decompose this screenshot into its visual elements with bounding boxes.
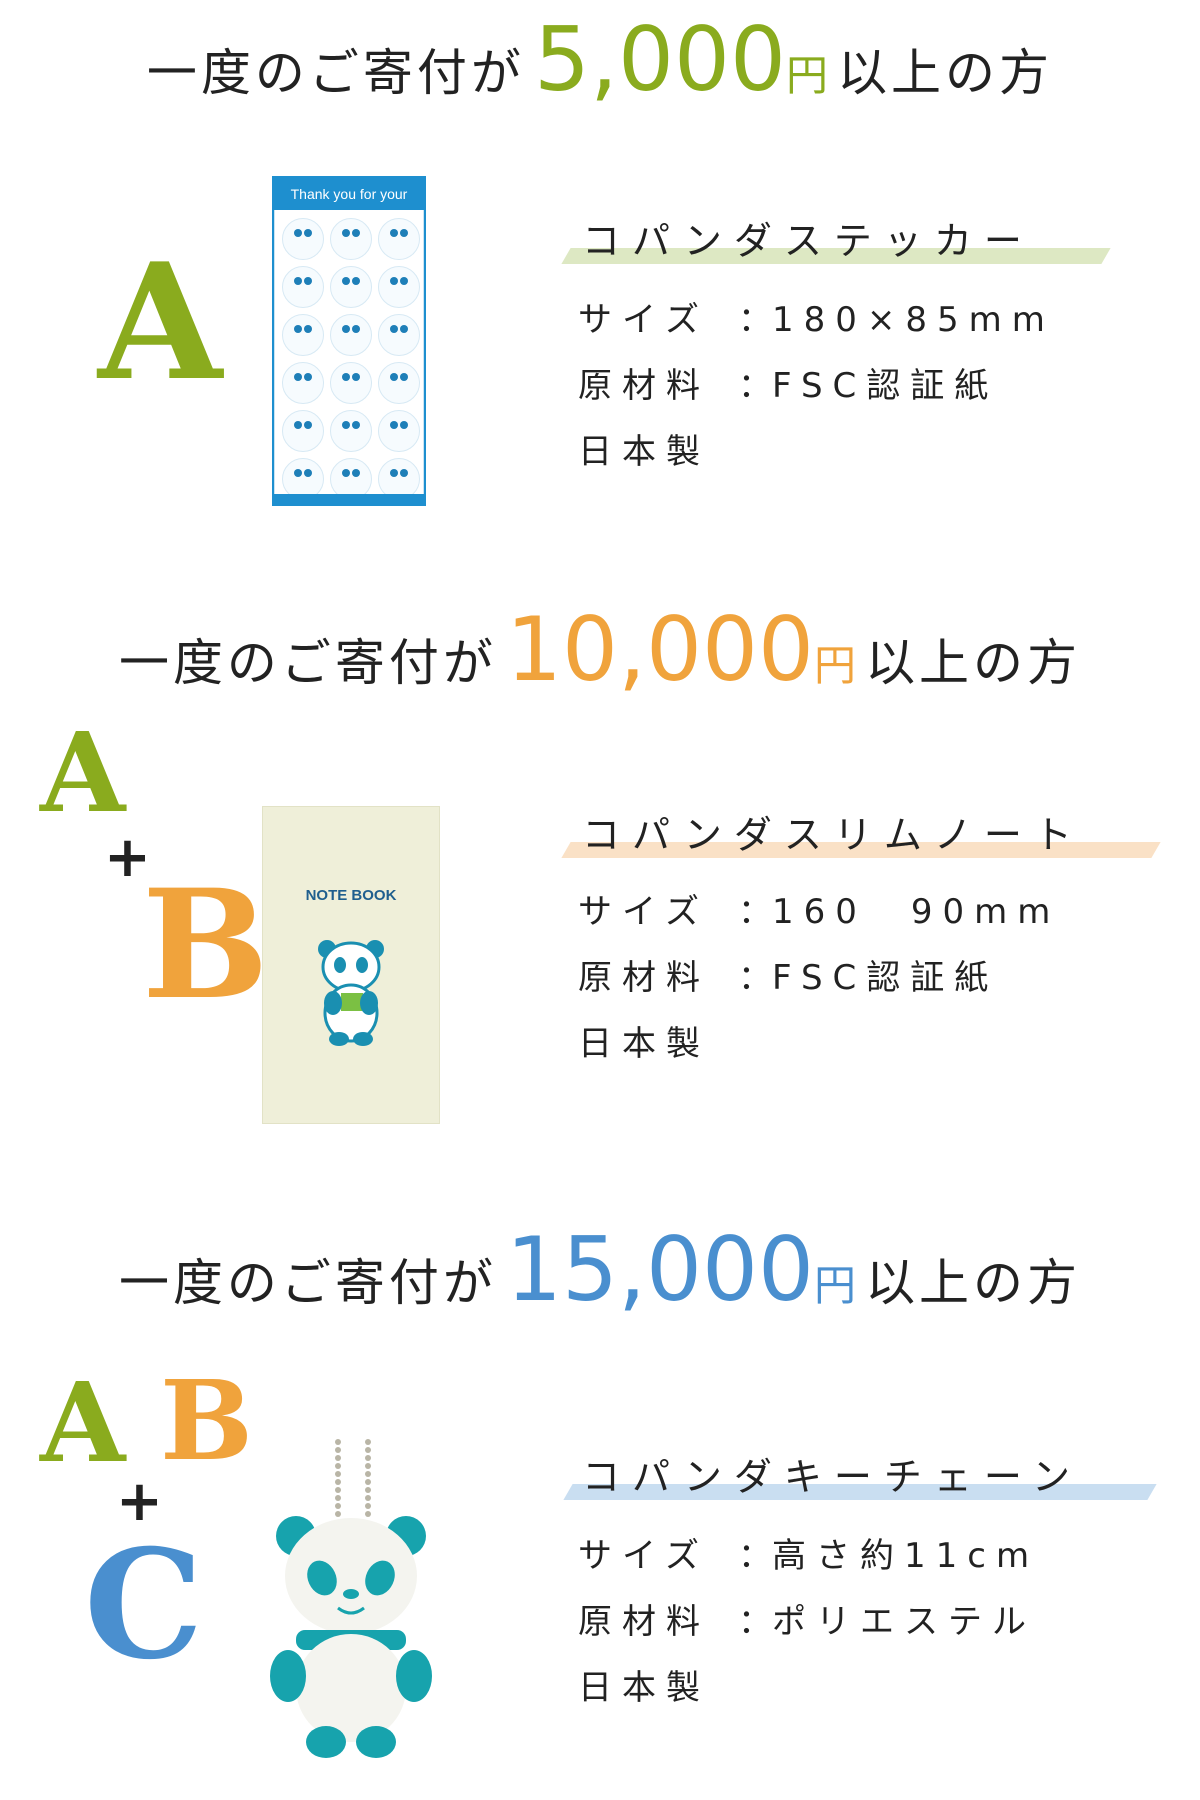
tier3-letter-a: A [40, 1358, 126, 1487]
spec-label: 原材料 [578, 1602, 710, 1642]
tier3-spec-origin: 日本製 [578, 1660, 738, 1709]
panda-sticker-icon [282, 266, 324, 308]
spec-separator: ： [738, 1602, 782, 1642]
spec-separator: ： [738, 1536, 782, 1576]
spec-label: 日本製 [578, 1668, 710, 1708]
panda-sticker-icon [378, 362, 420, 404]
sticker-sheet-icon: Thank you for your support! [272, 176, 426, 506]
spec-separator: ： [738, 892, 782, 932]
sticker-grid [274, 210, 424, 500]
panda-sticker-icon [282, 362, 324, 404]
spec-separator: ： [738, 366, 782, 406]
tier2-product-title: コパンダスリムノート [582, 813, 1084, 857]
spec-value: 160 90mm [772, 892, 1061, 932]
tier3-yen: 円 [813, 1261, 856, 1310]
panda-sticker-icon [330, 314, 372, 356]
tier2-spec-size: サイズ ：160 90mm [578, 884, 1060, 933]
spec-label: サイズ [578, 300, 709, 340]
spec-value: ポリエステル [772, 1602, 1036, 1642]
tier3-letter-c: C [84, 1517, 204, 1693]
tier2-plus: + [104, 825, 151, 890]
tier3-spec-material: 原材料 ：ポリエステル [578, 1594, 1036, 1643]
spec-label: サイズ [578, 1536, 709, 1576]
tier1-amount: 5,000 [534, 8, 786, 111]
tier2-spec-material: 原材料 ：FSC認証紙 [578, 950, 998, 999]
tier2-letter-a: A [40, 708, 126, 837]
panda-sticker-icon [378, 314, 420, 356]
sticker-sheet-footer [274, 494, 424, 504]
ball-chain-icon [335, 1439, 371, 1517]
reading-panda-icon [318, 940, 384, 1046]
tier1-prefix: 一度のご寄付が [146, 44, 525, 102]
panda-sticker-icon [330, 266, 372, 308]
panda-sticker-icon [282, 410, 324, 452]
spec-separator: ： [738, 958, 782, 998]
tier1-spec-material: 原材料 ：FSC認証紙 [578, 358, 998, 407]
panda-sticker-icon [282, 218, 324, 260]
notebook-icon: NOTE BOOK [262, 806, 440, 1124]
tier2-spec-origin: 日本製 [578, 1016, 738, 1065]
panda-sticker-icon [282, 314, 324, 356]
tier2-letter-b: B [142, 857, 269, 1033]
spec-value: FSC認証紙 [772, 958, 999, 998]
spec-label: 日本製 [578, 1024, 710, 1064]
tier3-plus: + [116, 1469, 163, 1534]
panda-sticker-icon [330, 218, 372, 260]
spec-label: 日本製 [578, 432, 710, 472]
tier1-suffix: 以上の方 [837, 44, 1054, 102]
tier3-amount: 15,000 [506, 1218, 814, 1321]
panda-sticker-icon [378, 266, 420, 308]
tier3-spec-size: サイズ ：高さ約11cm [578, 1528, 1039, 1577]
spec-value: 高さ約11cm [772, 1536, 1040, 1576]
tier3-letter-b: B [160, 1356, 253, 1485]
tier1-headline: 一度のご寄付が 5,000円 以上の方 [0, 8, 1200, 111]
tier2-headline: 一度のご寄付が 10,000円 以上の方 [0, 598, 1200, 701]
panda-sticker-icon [378, 218, 420, 260]
tier2-yen: 円 [813, 641, 856, 690]
tier2-suffix: 以上の方 [865, 634, 1082, 692]
panda-sticker-icon [330, 458, 372, 500]
notebook-cover-title: NOTE BOOK [305, 887, 397, 904]
tier2-prefix: 一度のご寄付が [118, 634, 497, 692]
tier1-yen: 円 [785, 51, 828, 100]
spec-label: 原材料 [578, 366, 710, 406]
sticker-sheet-header: Thank you for your support! [274, 178, 424, 234]
tier1-spec-size: サイズ ：180×85mm [578, 292, 1055, 341]
spec-value: FSC認証紙 [772, 366, 999, 406]
panda-sticker-icon [330, 410, 372, 452]
spec-label: 原材料 [578, 958, 710, 998]
panda-keychain-icon [270, 1439, 432, 1758]
panda-sticker-icon [378, 410, 420, 452]
tier3-suffix: 以上の方 [865, 1254, 1082, 1312]
panda-sticker-icon [330, 362, 372, 404]
tier3-headline: 一度のご寄付が 15,000円 以上の方 [0, 1218, 1200, 1321]
spec-label: サイズ [578, 892, 709, 932]
panda-sticker-icon [282, 458, 324, 500]
tier1-spec-origin: 日本製 [578, 424, 738, 473]
tier1-product-title: コパンダステッカー [582, 219, 1034, 263]
tier1-letter-a: A [98, 228, 223, 416]
tier2-amount: 10,000 [506, 598, 814, 701]
tier3-prefix: 一度のご寄付が [118, 1254, 497, 1312]
spec-separator: ： [738, 300, 782, 340]
spec-value: 180×85mm [772, 300, 1055, 340]
tier3-product-title: コパンダキーチェーン [582, 1455, 1083, 1499]
